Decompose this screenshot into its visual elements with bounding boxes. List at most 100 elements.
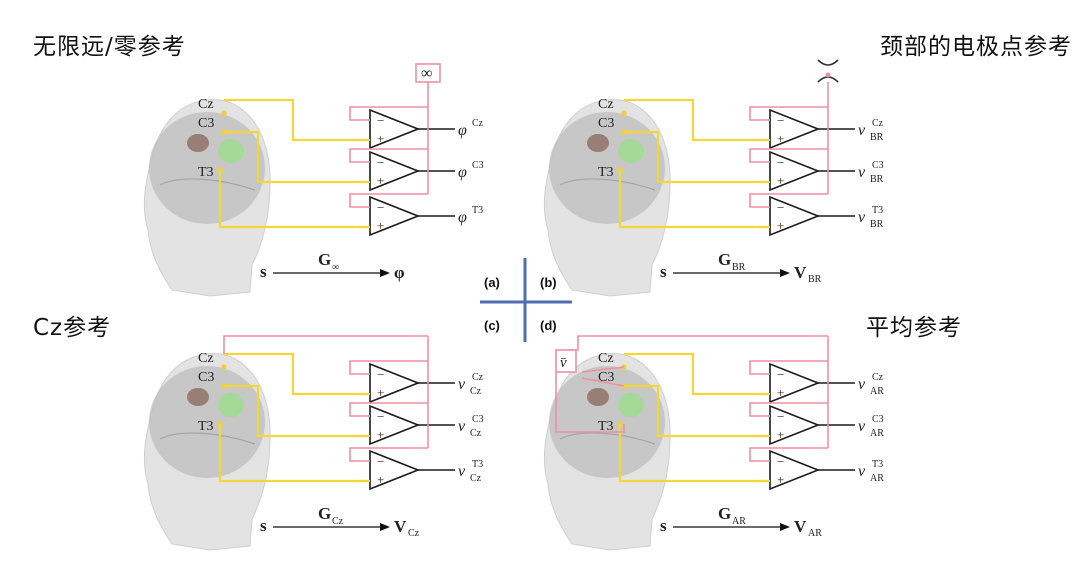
eq-op-sub: AR [732,516,746,527]
opamp-0 [769,362,821,404]
eq-left: s [660,516,667,535]
opamp-plus-0: + [777,385,784,400]
brain-fissure [159,178,256,191]
output-base-1: φ [458,164,467,181]
avg-symbol: v̄ [560,355,567,371]
opamp-0 [369,362,421,404]
opamp-minus-1: − [377,155,384,170]
electrode-label-cz: Cz [598,351,614,366]
opamp-minus-0: − [777,367,784,382]
eq-op: G [318,250,331,269]
wire-cz [624,352,768,396]
opamp-minus-2: − [777,200,784,215]
wire-c3 [224,130,368,184]
brain-fissure [159,432,256,445]
eq-right-sub: AR [808,528,822,539]
ref-loop-1 [349,148,428,163]
infinity-symbol: ∞ [421,65,432,82]
neck-icon [817,59,839,83]
eq-left: s [660,262,667,281]
brain-fissure [559,432,656,445]
wire-c3 [624,384,768,438]
opamp-minus-1: − [777,155,784,170]
avg-tap-c3 [581,377,625,387]
output-sup-0: Cz [472,118,484,129]
ref-loop-1 [349,402,428,417]
opamp-plus-1: + [377,427,384,442]
wire-t3 [218,424,368,483]
avg-ref-top [566,335,828,351]
output-base-0: v [458,376,466,393]
electrode-label-c3: C3 [198,370,214,385]
eq-op: G [318,504,331,523]
electrode-dot-t3 [217,421,223,427]
eq-right-sub: Cz [408,528,420,539]
avg-ref-loop [555,372,625,433]
panel-label-b: (b) [540,275,557,290]
output-base-2: v [858,209,866,226]
wire-cz [224,352,368,396]
opamp-minus-2: − [377,454,384,469]
wire-cz [224,98,368,142]
output-sup-0: Cz [472,372,484,383]
ref-loop-0 [749,106,828,121]
output-sup-1: C3 [472,160,484,171]
output-sub-1: Cz [470,428,482,439]
neck-electrode [825,72,831,78]
output-label-1: φ C3 [458,160,484,181]
electrode-label-t3: T3 [198,165,214,180]
cz-ref-wire [223,335,428,354]
source-green [218,393,244,417]
output-base-1: v [858,164,866,181]
wire-c3 [224,384,368,438]
output-sup-2: T3 [472,205,483,216]
opamp-2 [769,195,821,237]
output-sup-1: C3 [872,160,884,171]
output-sup-1: C3 [472,414,484,425]
output-label-0: φ Cz [458,118,484,139]
eq-op: G [718,504,731,523]
caption-average-reference: 平均参考 [866,315,962,341]
output-sub-1: BR [870,174,884,185]
avg-box [555,349,577,373]
eq-arrow-head [780,269,790,277]
panel-label-a: (a) [484,275,500,290]
wire-t3 [618,170,768,229]
ref-loop-0 [749,360,828,375]
output-sup-2: T3 [472,459,483,470]
caption-infinity-reference: 无限远/零参考 [33,34,186,60]
ref-loop-2 [349,193,428,208]
eq-arrow-head [780,523,790,531]
opamp-plus-1: + [777,173,784,188]
caption-cz-reference: Cz参考 [33,315,112,341]
opamp-1 [769,150,821,192]
output-sup-0: Cz [872,372,884,383]
source-brown [587,388,609,406]
eq-op-sub: ∞ [332,262,339,273]
output-base-1: v [858,418,866,435]
opamp-1 [369,150,421,192]
ref-loop-2 [749,193,828,208]
source-green [618,393,644,417]
electrode-dot-cz [221,364,227,370]
eq-right: V [394,517,407,536]
eq-right: V [794,263,807,282]
opamp-minus-0: − [377,113,384,128]
electrode-label-t3: T3 [598,165,614,180]
panel-label-d: (d) [540,318,557,333]
wire-c3 [624,130,768,184]
output-base-2: v [858,463,866,480]
output-sub-0: BR [870,132,884,143]
wire-t3 [218,170,368,229]
opamp-1 [369,404,421,446]
output-base-0: φ [458,122,467,139]
opamp-minus-1: − [777,409,784,424]
opamp-plus-0: + [777,131,784,146]
